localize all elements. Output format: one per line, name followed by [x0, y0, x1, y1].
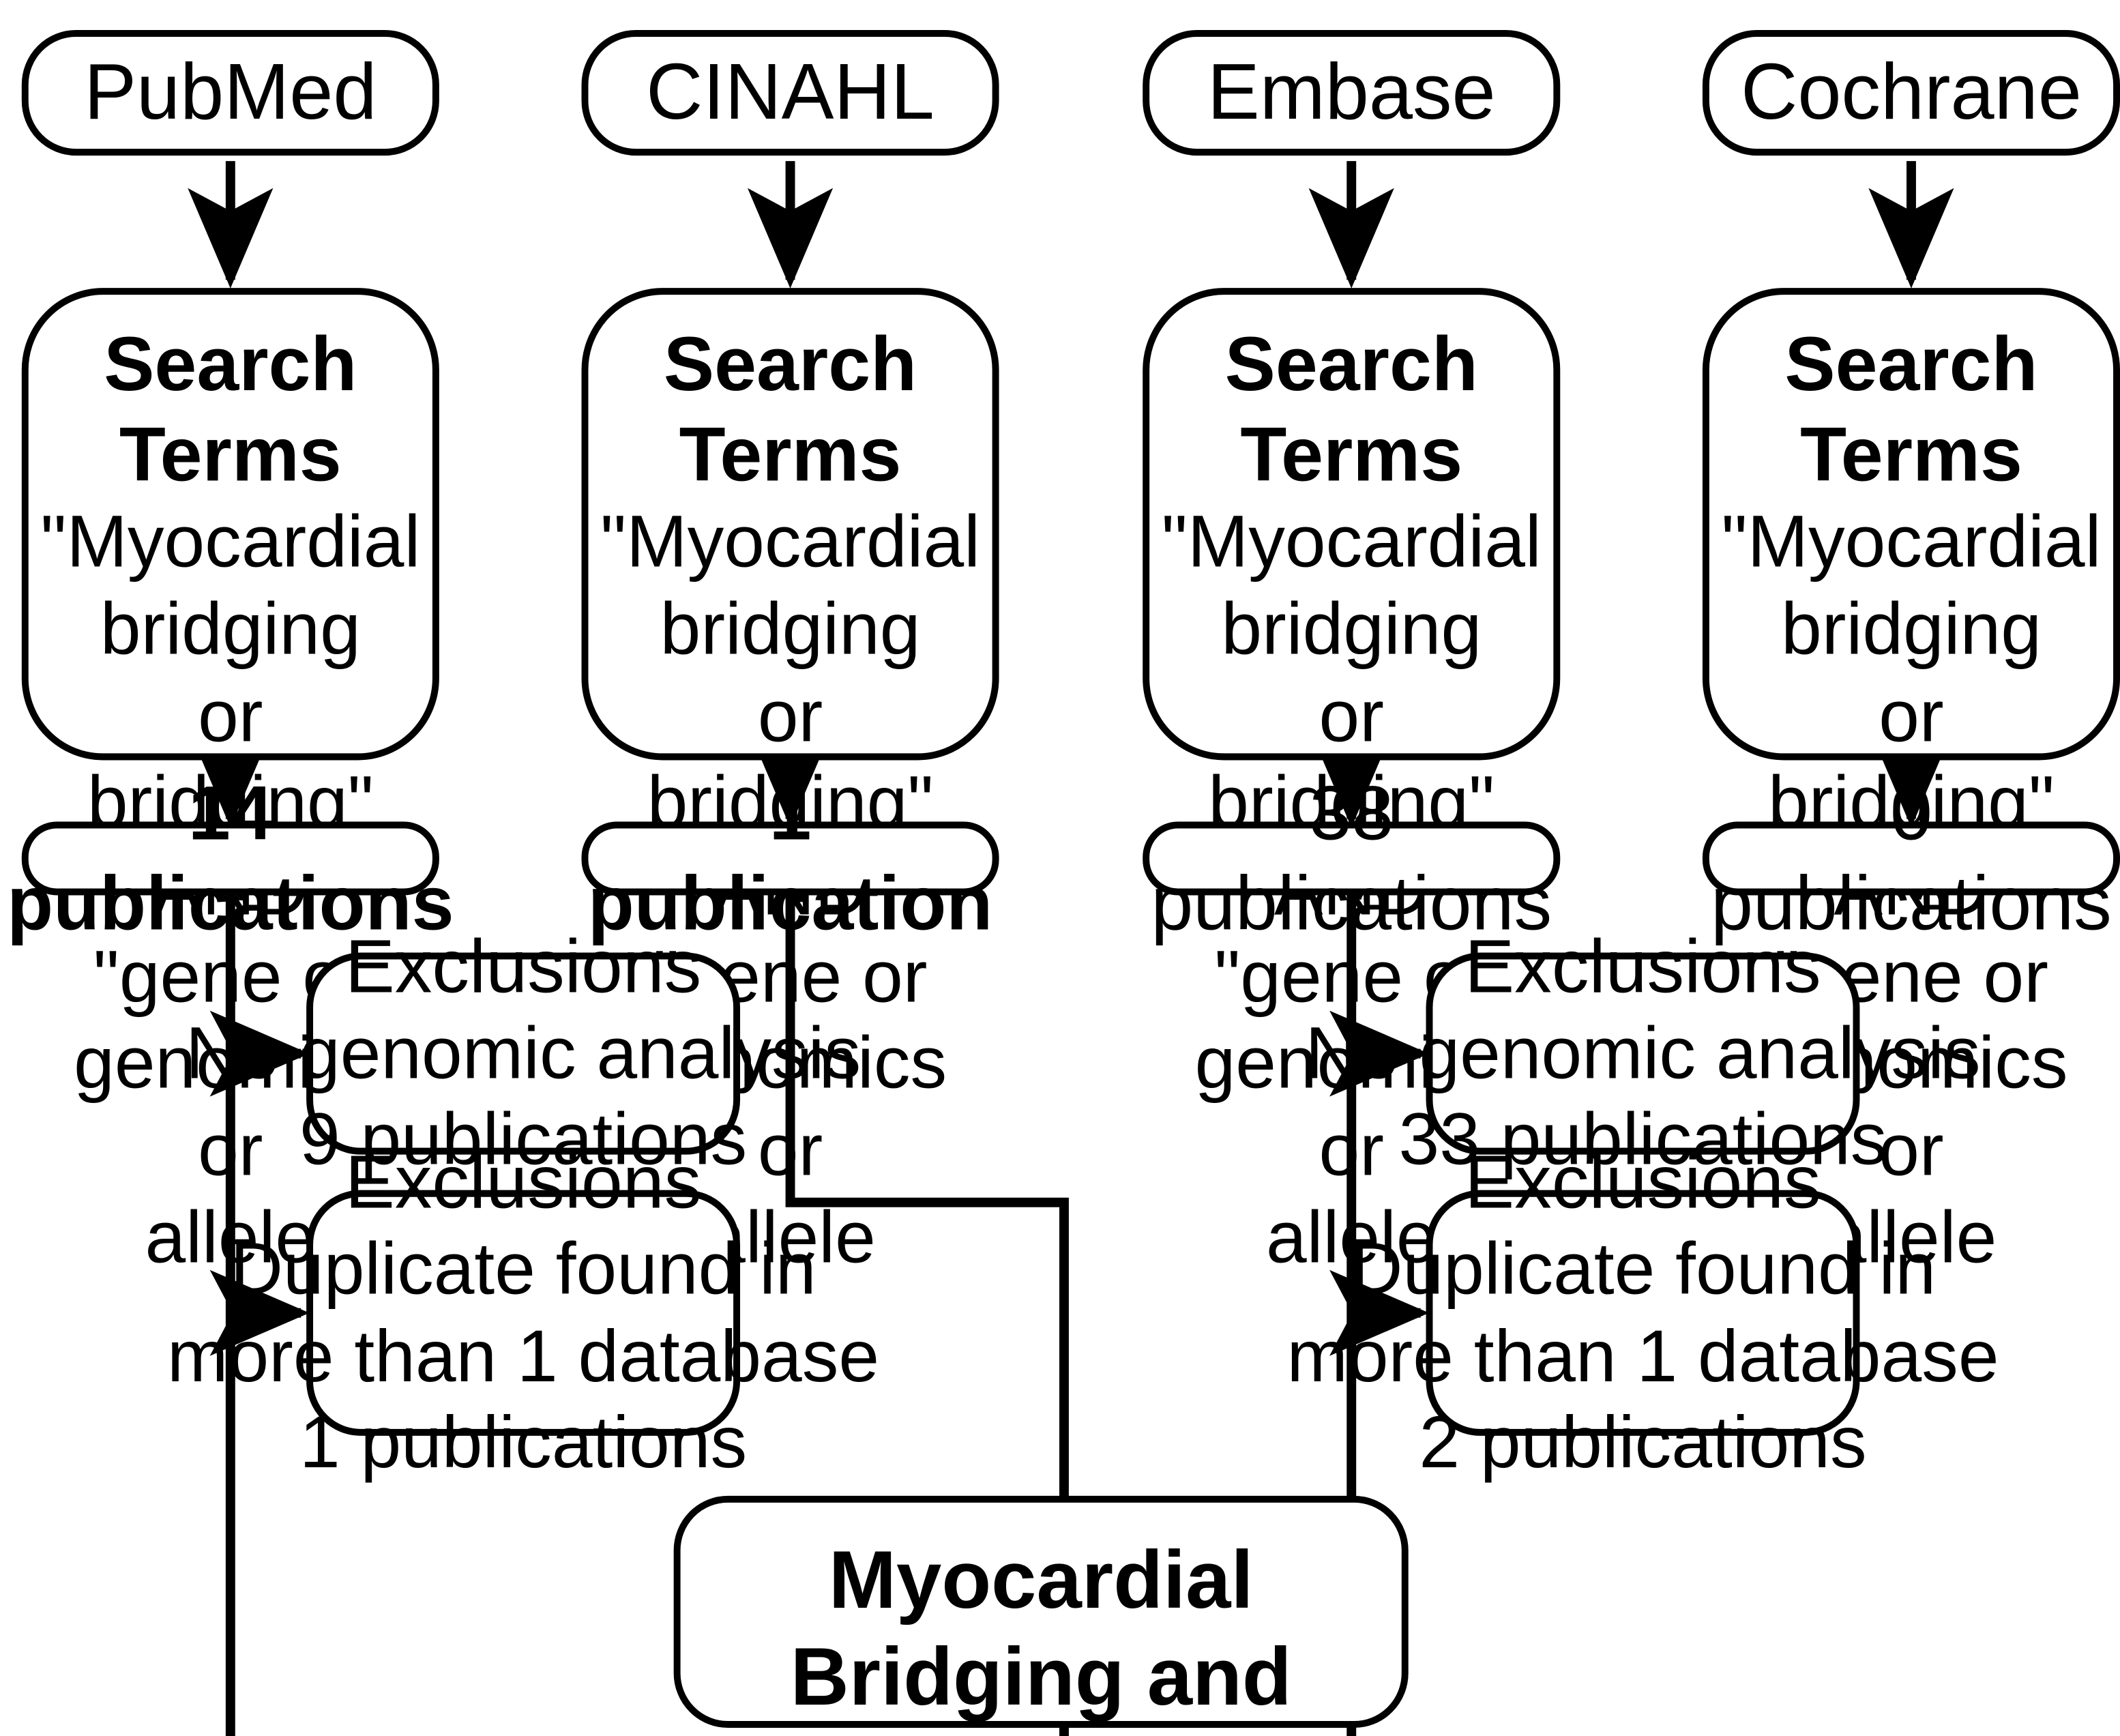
exclusion-heading: Exclusions [344, 924, 702, 1009]
results-count-label: 1 publication [587, 769, 993, 946]
exclusion-count: 1 publications [299, 1402, 748, 1484]
exclusion-box-embase-no-genomic-analysis[interactable]: Exclusions No genomic analysis 33 public… [1305, 924, 1980, 1181]
search-term-1-line-1: "Myocardial bridging [600, 501, 981, 671]
results-count-label: 38 publications [1151, 769, 1552, 946]
results-box-cinahl[interactable]: 1 publication [581, 769, 999, 946]
results-count-label: 0 publications [1711, 769, 2112, 946]
search-terms-heading: Search Terms [663, 321, 917, 497]
search-terms-box-pubmed[interactable]: Search Terms "Myocardial bridging or bri… [21, 288, 439, 1279]
search-terms-box-cinahl[interactable]: Search Terms "Myocardial bridging or bri… [581, 288, 999, 1279]
search-term-1-line-1: "Myocardial bridging [40, 501, 421, 671]
exclusion-box-pubmed-no-genomic-analysis[interactable]: Exclusions No genomic analysis 9 publica… [186, 924, 861, 1181]
exclusion-count: 33 publications [1398, 1099, 1887, 1181]
exclusion-heading: Exclusions [1464, 924, 1821, 1009]
exclusion-count: 2 publications [1419, 1402, 1867, 1484]
database-label: PubMed [84, 47, 377, 136]
final-title-line-1: Myocardial Bridging and Genomic [790, 1533, 1292, 1736]
exclusion-reason-line-1: Duplicate found in [1349, 1228, 1937, 1310]
database-box-cochrane[interactable]: Cochrane [1702, 30, 2120, 156]
search-terms-box-embase[interactable]: Search Terms "Myocardial bridging or bri… [1143, 288, 1561, 1279]
search-terms-heading: Search Terms [104, 321, 357, 497]
exclusion-box-pubmed-duplicate[interactable]: Exclusions Duplicate found in more than … [167, 1140, 879, 1484]
exclusion-reason: No genomic analysis [186, 1012, 862, 1095]
results-box-embase[interactable]: 38 publications [1143, 769, 1561, 946]
exclusion-heading: Exclusions [1464, 1139, 1821, 1224]
results-count-label: 14 publications [7, 769, 454, 946]
exclusion-count: 9 publications [299, 1099, 748, 1181]
results-box-cochrane[interactable]: 0 publications [1702, 769, 2120, 946]
search-term-2-line-2: allele [145, 1196, 316, 1279]
database-label: Embase [1207, 47, 1496, 136]
database-box-pubmed[interactable]: PubMed [21, 30, 439, 156]
search-terms-heading: Search Terms [1224, 321, 1478, 497]
results-box-pubmed[interactable]: 14 publications [7, 769, 454, 945]
search-term-1-line-1: "Myocardial bridging [1721, 501, 2102, 671]
database-label: Cochrane [1741, 47, 2082, 136]
search-terms-box-cochrane[interactable]: Search Terms "Myocardial bridging or bri… [1702, 288, 2120, 1279]
exclusion-box-embase-duplicate[interactable]: Exclusions Duplicate found in more than … [1286, 1140, 1999, 1484]
search-term-2-line-2: allele [1265, 1196, 1437, 1279]
exclusion-reason-line-2: more than 1 database [1286, 1314, 1999, 1397]
database-label: CINAHL [646, 47, 934, 136]
exclusion-heading: Exclusions [344, 1139, 702, 1224]
search-term-1-line-1: "Myocardial bridging [1161, 501, 1542, 671]
exclusion-reason: No genomic analysis [1305, 1012, 1981, 1095]
search-terms-heading: Search Terms [1784, 321, 2038, 497]
database-box-cinahl[interactable]: CINAHL [581, 30, 999, 156]
final-outcome-box[interactable]: Myocardial Bridging and Genomic Associat… [673, 1495, 1409, 1736]
exclusion-reason-line-1: Duplicate found in [230, 1228, 816, 1310]
database-box-embase[interactable]: Embase [1143, 30, 1561, 156]
exclusion-reason-line-2: more than 1 database [167, 1314, 880, 1397]
